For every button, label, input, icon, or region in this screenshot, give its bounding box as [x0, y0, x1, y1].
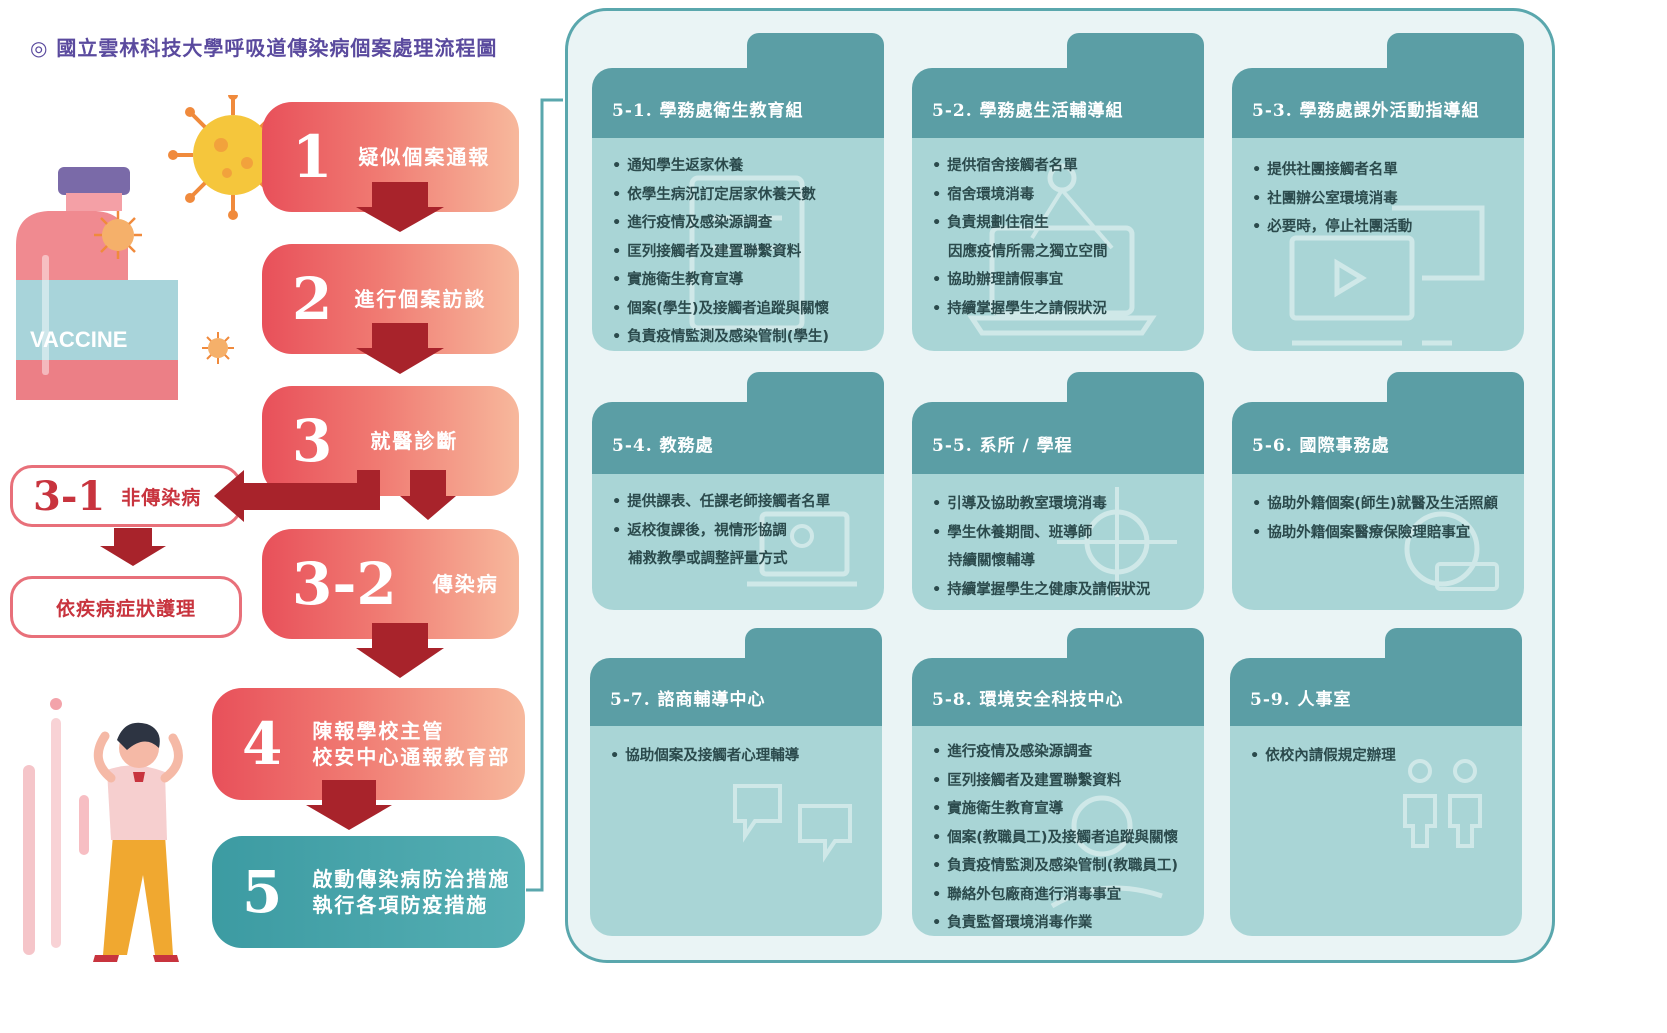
step-label: 非傳染病: [121, 486, 202, 509]
list-item: 必要時，停止社團活動: [1252, 213, 1506, 242]
list-item: 社團辦公室環境消毒: [1252, 185, 1506, 214]
step-number: 3-1: [33, 472, 106, 520]
step-number: 1: [292, 123, 333, 191]
card-title: 5-5. 系所 / 學程: [932, 435, 1073, 456]
list-item: 進行疫情及感染源調查: [932, 738, 1186, 767]
step-label-line1: 啟動傳染病防治措施: [312, 867, 511, 891]
list-item: 依校內請假規定辦理: [1250, 742, 1504, 771]
card-5-5: 5-5. 系所 / 學程 引導及協助教室環境消毒 學生休養期間、班導師 持續關懷…: [912, 372, 1204, 610]
list-item: 協助外籍個案(師生)就醫及生活照顧: [1252, 490, 1506, 519]
step-label-line2: 校安中心通報教育部: [312, 745, 511, 769]
vaccine-bottle-illustration: VACCINE: [16, 95, 268, 400]
step-label-line1: 陳報學校主管: [312, 719, 445, 743]
page-title: ◎ 國立雲林科技大學呼吸道傳染病個案處理流程圖: [30, 36, 498, 60]
list-item: 負責疫情監測及感染管制(教職員工): [932, 852, 1186, 881]
list-item: 匡列接觸者及建置聯繫資料: [612, 238, 866, 267]
card-5-4: 5-4. 教務處 提供課表、任課老師接觸者名單 返校復課後，視情形協調 補救教學…: [592, 372, 884, 610]
list-item: 負責監督環境消毒作業: [932, 909, 1186, 936]
list-item-continued: 因應疫情所需之獨立空間: [948, 243, 1108, 260]
list-item: 個案(教職員工)及接觸者追蹤與關懷: [932, 824, 1186, 853]
worried-person-illustration: [23, 698, 183, 962]
list-item-continued: 持續關懷輔導: [948, 553, 1035, 569]
step-4-box: 4 陳報學校主管 校安中心通報教育部: [212, 688, 525, 800]
step-3-box: 3 就醫診斷: [262, 386, 519, 496]
card-title: 5-9. 人事室: [1250, 689, 1352, 710]
step-label: 進行個案訪談: [354, 287, 487, 311]
step-number: 5: [242, 858, 283, 926]
card-title: 5-1. 學務處衛生教育組: [612, 100, 804, 121]
arrow-down-icon: [100, 528, 166, 566]
step-2-box: 2 進行個案訪談: [262, 244, 519, 354]
list-item: 依學生病況訂定居家休養天數: [612, 181, 866, 210]
card-title: 5-8. 環境安全科技中心: [932, 689, 1124, 710]
list-item: 匡列接觸者及建置聯繫資料: [932, 767, 1186, 796]
list-item: 宿舍環境消毒: [932, 181, 1186, 210]
list-item-continued: 補救教學或調整評量方式: [628, 551, 788, 567]
card-title: 5-2. 學務處生活輔導組: [932, 100, 1124, 121]
card-5-3: 5-3. 學務處課外活動指導組 提供社團接觸者名單 社團辦公室環境消毒 必要時，…: [1232, 33, 1524, 351]
treatment-result-box: 依疾病症狀護理: [10, 576, 242, 638]
list-item: 負責規劃住宿生: [932, 209, 1186, 238]
step-label: 就醫診斷: [370, 429, 459, 453]
list-item: 負責疫情監測及感染管制(學生): [612, 323, 866, 351]
card-5-8: 5-8. 環境安全科技中心 進行疫情及感染源調查 匡列接觸者及建置聯繫資料 實施…: [912, 628, 1204, 936]
card-title: 5-3. 學務處課外活動指導組: [1252, 100, 1480, 121]
list-item: 實施衛生教育宣導: [612, 266, 866, 295]
list-item: 學生休養期間、班導師: [932, 519, 1186, 548]
card-5-9: 5-9. 人事室 依校內請假規定辦理: [1230, 628, 1522, 936]
step-label: 傳染病: [432, 572, 499, 596]
list-item: 進行疫情及感染源調查: [612, 209, 866, 238]
virus-icon: [168, 95, 268, 220]
list-item: 通知學生返家休養: [612, 152, 866, 181]
card-5-1: 5-1. 學務處衛生教育組 通知學生返家休養 依學生病況訂定居家休養天數 進行疫…: [592, 33, 884, 351]
step-3-2-box: 3-2 傳染病: [262, 529, 519, 639]
list-item: 引導及協助教室環境消毒: [932, 490, 1186, 519]
step-number: 3-2: [292, 550, 397, 618]
card-5-7: 5-7. 諮商輔導中心 協助個案及接觸者心理輔導: [590, 628, 882, 936]
step-label: 疑似個案通報: [358, 145, 491, 169]
list-item: 返校復課後，視情形協調: [612, 517, 866, 546]
vaccine-label: VACCINE: [30, 327, 127, 352]
step-number: 3: [292, 407, 333, 475]
list-item: 聯絡外包廠商進行消毒事宜: [932, 881, 1186, 910]
step-label-line2: 執行各項防疫措施: [312, 893, 489, 917]
list-item: 協助外籍個案醫療保險理賠事宜: [1252, 519, 1506, 548]
result-label: 依疾病症狀護理: [55, 597, 196, 620]
list-item: 提供社團接觸者名單: [1252, 156, 1506, 185]
list-item: 提供課表、任課老師接觸者名單: [612, 488, 866, 517]
card-title: 5-6. 國際事務處: [1252, 435, 1390, 456]
card-title: 5-4. 教務處: [612, 435, 714, 456]
list-item: 協助辦理請假事宜: [932, 266, 1186, 295]
connector-line: [526, 98, 563, 892]
list-item: 個案(學生)及接觸者追蹤與關懷: [612, 295, 866, 324]
list-item: 提供宿舍接觸者名單: [932, 152, 1186, 181]
speech-bubbles-icon: [733, 784, 852, 863]
step-3-1-box: 3-1 非傳染病: [10, 465, 242, 527]
list-item: 實施衛生教育宣導: [932, 795, 1186, 824]
card-title: 5-7. 諮商輔導中心: [610, 689, 766, 710]
step-number: 2: [292, 265, 333, 333]
card-5-6: 5-6. 國際事務處 協助外籍個案(師生)就醫及生活照顧 協助外籍個案醫療保險理…: [1232, 372, 1524, 610]
people-icon: [1403, 759, 1482, 848]
list-item: 持續掌握學生之健康及請假狀況: [932, 576, 1186, 605]
list-item: 協助個案及接觸者心理輔導: [610, 742, 864, 771]
card-5-2: 5-2. 學務處生活輔導組 提供宿舍接觸者名單 宿舍環境消毒 負責規劃住宿生 因…: [912, 33, 1204, 351]
list-item: 持續掌握學生之請假狀況: [932, 295, 1186, 324]
step-number: 4: [242, 710, 283, 778]
step-1-box: 1 疑似個案通報: [262, 102, 519, 212]
step-5-box: 5 啟動傳染病防治措施 執行各項防疫措施: [212, 836, 525, 948]
